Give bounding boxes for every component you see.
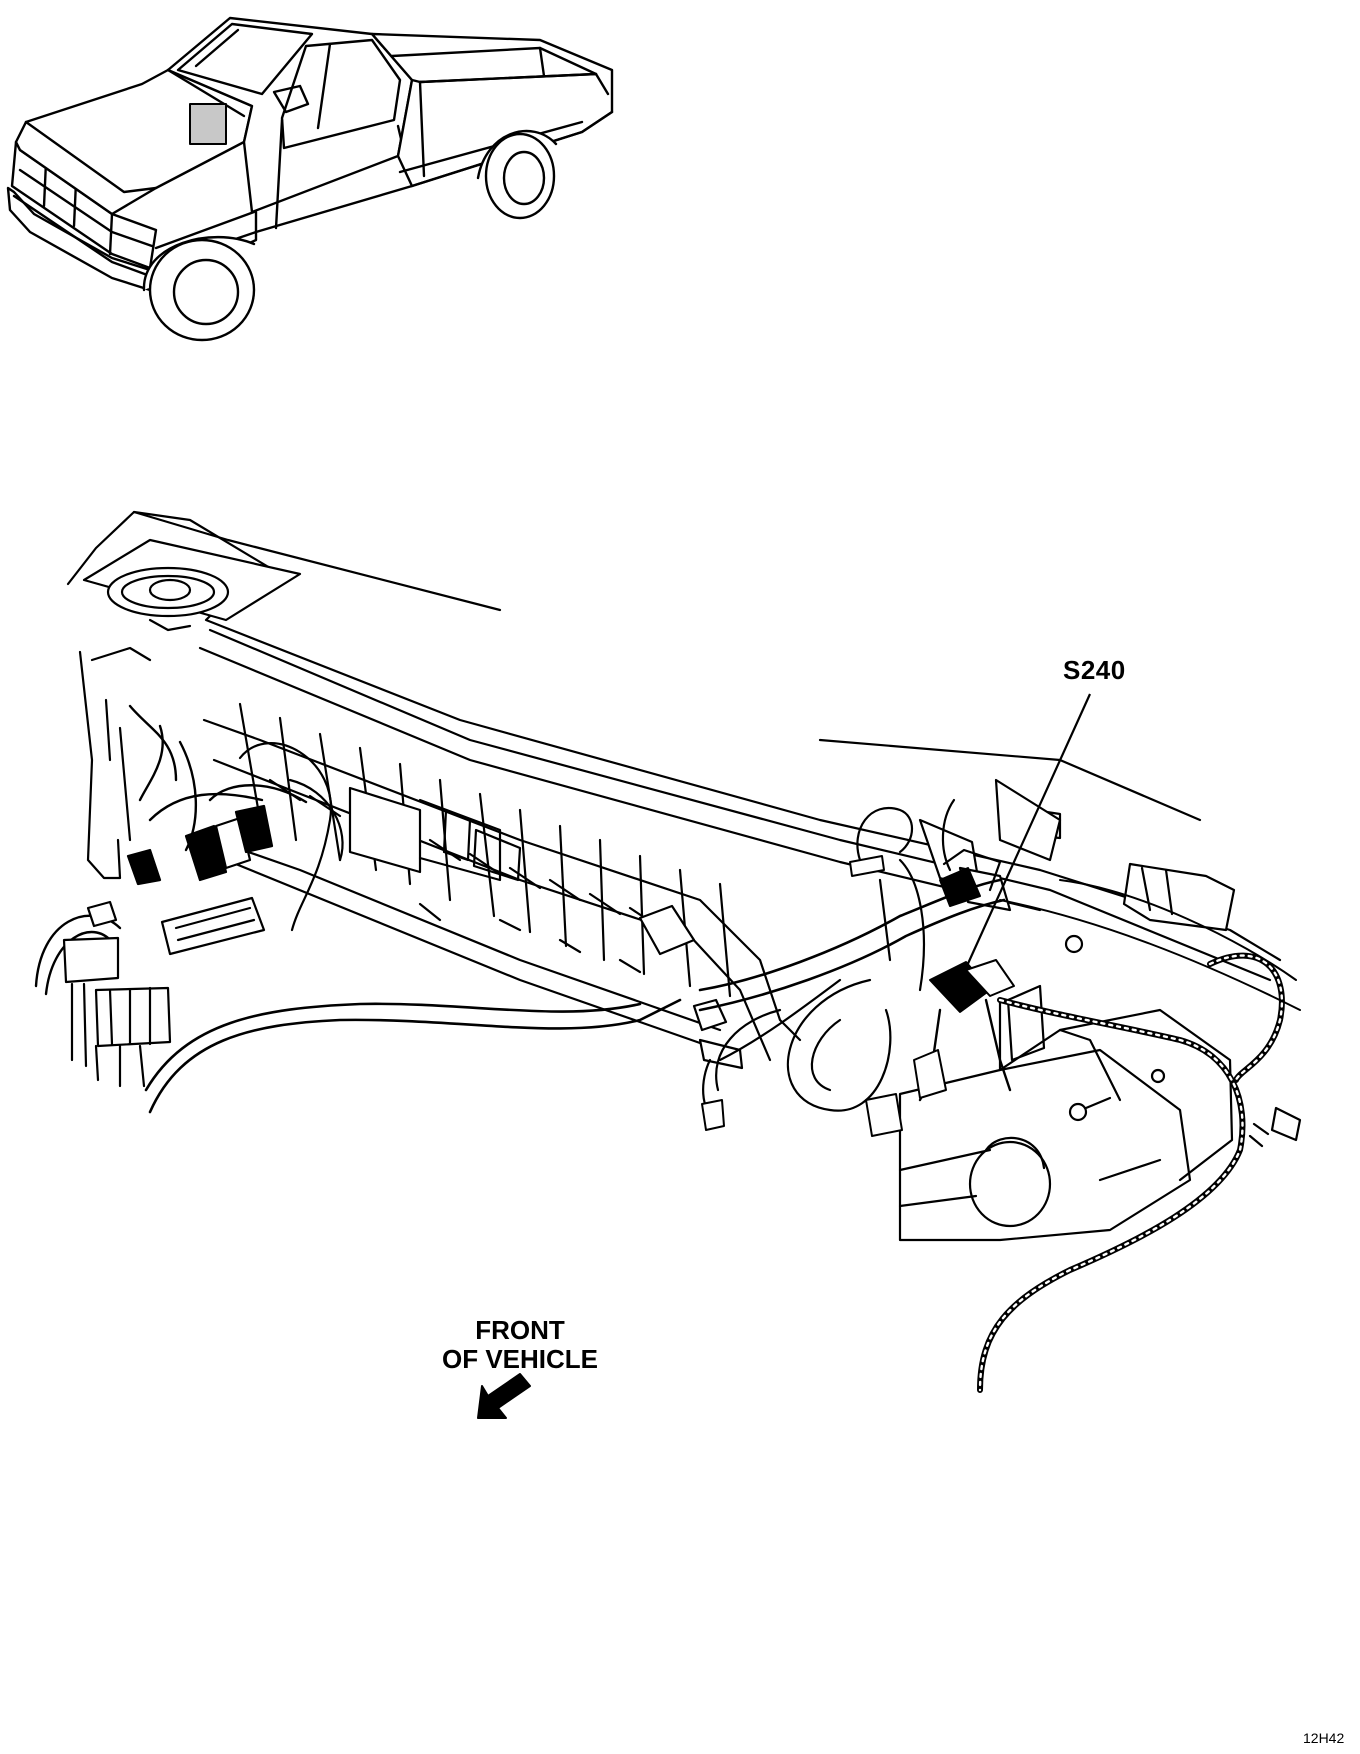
corrugated-conduit	[977, 952, 1285, 1393]
splice-callout-label: S240	[1063, 655, 1126, 685]
splice-s240	[865, 798, 1015, 1137]
front-of-vehicle-label: FRONT OF VEHICLE	[420, 1316, 620, 1374]
figure-id: 12H42	[1303, 1730, 1345, 1746]
instrument-panel-assembly	[66, 510, 1302, 1242]
front-label-line1: FRONT	[475, 1315, 565, 1345]
arrow-down-left-icon	[477, 1373, 531, 1419]
bolt-icon	[1064, 934, 1084, 954]
bolt-icon	[1068, 1096, 1112, 1122]
pickup-truck-icon	[6, 16, 614, 342]
wiring-harness	[34, 704, 1301, 1393]
s240-leader-line	[964, 693, 1092, 969]
bolt-icon	[1150, 1068, 1166, 1084]
front-label-line2: OF VEHICLE	[441, 1344, 598, 1374]
